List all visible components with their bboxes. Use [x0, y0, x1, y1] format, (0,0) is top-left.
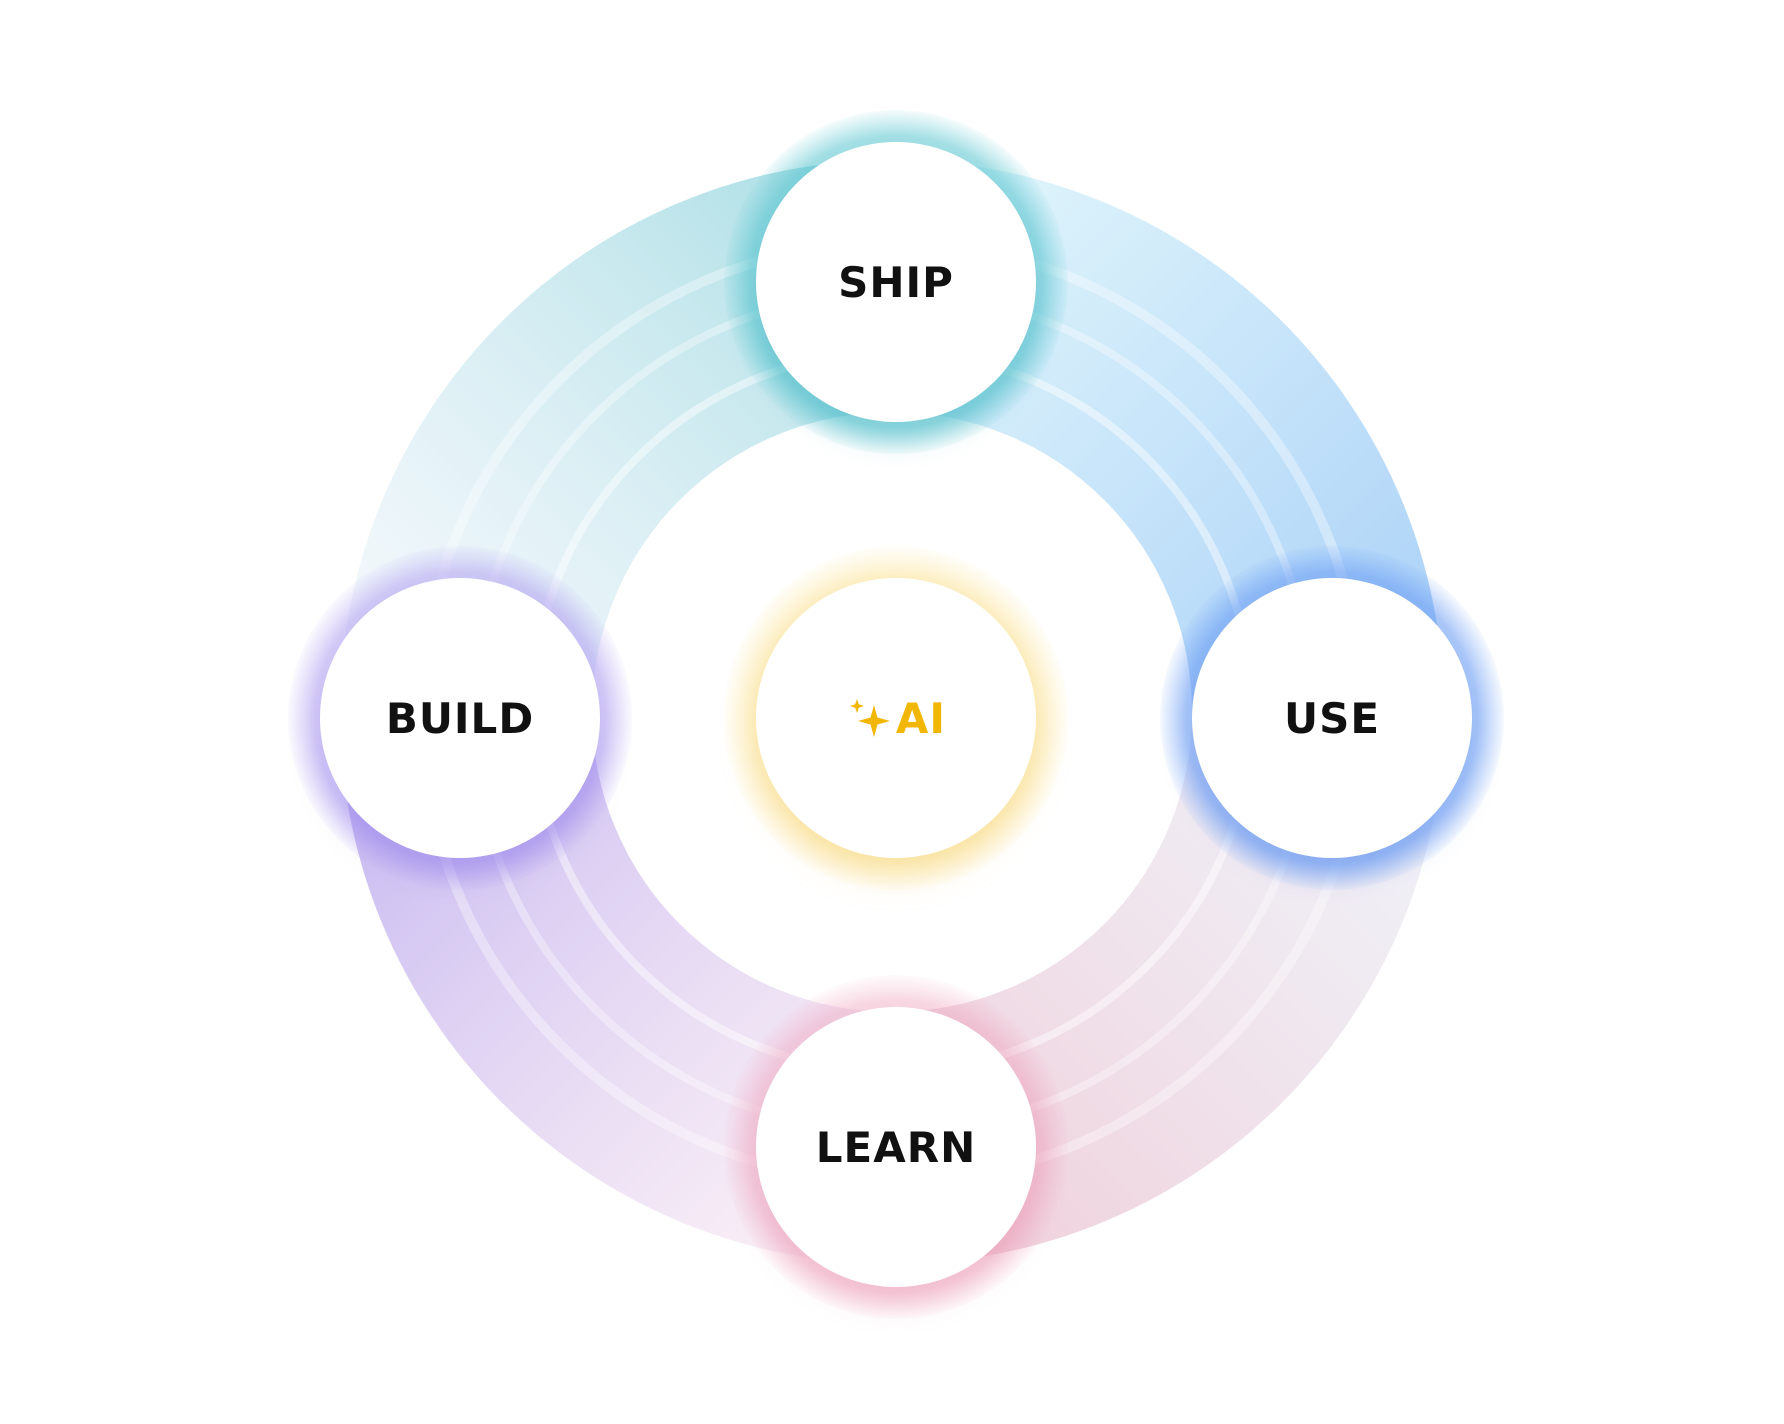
learn-node-label: LEARN	[815, 1122, 977, 1172]
ship-node-label: SHIP	[838, 257, 954, 307]
ai-center-node[interactable]: AI	[756, 578, 1036, 858]
use-node[interactable]: USE	[1192, 578, 1472, 858]
ship-node[interactable]: SHIP	[756, 142, 1036, 422]
ai-center-content: AI	[846, 694, 946, 743]
learn-node[interactable]: LEARN	[756, 1007, 1036, 1287]
build-node[interactable]: BUILD	[320, 578, 600, 858]
build-node-label: BUILD	[385, 693, 535, 743]
use-node-label: USE	[1283, 693, 1381, 743]
sparkle-icon	[849, 699, 890, 737]
ai-center-label: AI	[895, 693, 947, 743]
